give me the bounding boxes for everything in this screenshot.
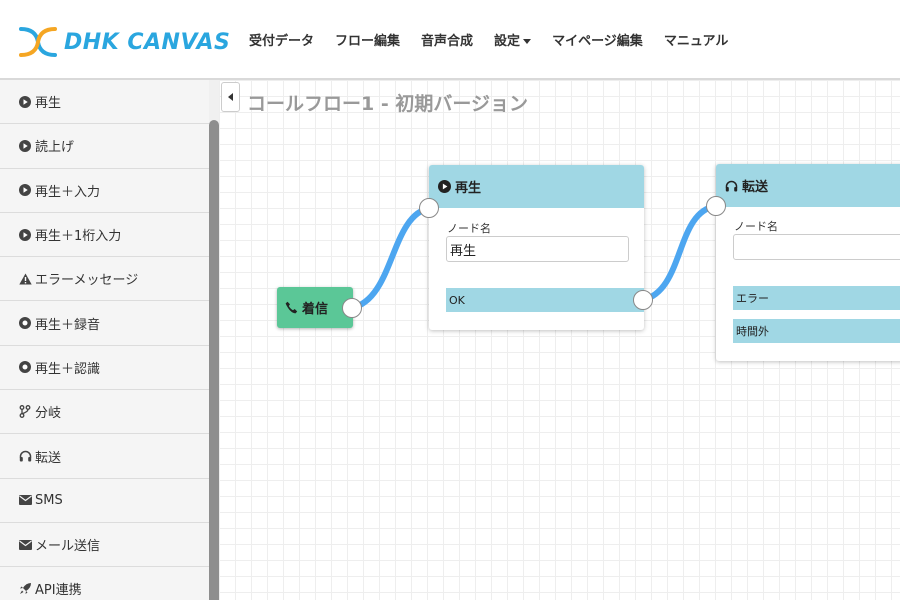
palette-item-branch[interactable]: 分岐	[0, 390, 209, 435]
transfer-node-title: 転送	[742, 180, 769, 195]
palette-item-label: 再生＋入力	[35, 184, 101, 200]
palette-item-transfer[interactable]: 転送	[0, 434, 209, 479]
transfer-node-name-input[interactable]	[733, 234, 900, 260]
envelope-icon	[18, 493, 32, 507]
node-palette-sidebar: 再生 読上げ 再生＋入力 再生＋1桁入力 エラーメッセージ 再生＋録音 再生＋認…	[0, 80, 209, 600]
sidebar-scrollbar-thumb[interactable]	[209, 120, 219, 600]
start-node-incoming[interactable]: 着信	[277, 287, 353, 328]
header: DHK CANVAS 受付データ フロー編集 音声合成 設定 マイページ編集 マ…	[0, 0, 900, 80]
play-node-title: 再生	[455, 181, 482, 196]
logo-text: DHK CANVAS	[64, 29, 231, 55]
play-node[interactable]: 再生 ノード名 再生 OK	[429, 165, 644, 330]
palette-item-label: メール送信	[35, 539, 101, 555]
headphones-icon	[18, 449, 32, 463]
palette-item-play-record[interactable]: 再生＋録音	[0, 301, 209, 346]
play-node-port-ok[interactable]: OK	[446, 288, 644, 312]
logo-mark-icon	[19, 27, 57, 57]
play-node-input-port[interactable]	[419, 198, 439, 218]
play-node-header[interactable]: 再生	[429, 165, 644, 208]
play-circle-icon	[438, 180, 451, 193]
nav-item-flow-edit[interactable]: フロー編集	[335, 34, 401, 49]
palette-item-label: 分岐	[35, 406, 62, 422]
phone-icon	[285, 301, 298, 314]
branch-icon	[18, 405, 32, 419]
palette-item-label: API連携	[35, 583, 82, 599]
nav-item-mypage-edit[interactable]: マイページ編集	[552, 34, 643, 49]
headphones-icon	[725, 180, 738, 192]
nav-item-settings[interactable]: 設定	[494, 30, 532, 49]
palette-item-label: 再生＋録音	[35, 317, 101, 333]
play-circle-icon	[18, 183, 32, 197]
play-node-ok-output-port[interactable]	[633, 290, 653, 310]
transfer-node-input-port[interactable]	[706, 196, 726, 216]
palette-item-read-aloud[interactable]: 読上げ	[0, 124, 209, 169]
transfer-node[interactable]: 転送 ノード名 エラー 時間外	[716, 164, 900, 361]
node-name-label: ノード名	[447, 222, 491, 235]
palette-item-label: 読上げ	[35, 140, 75, 156]
palette-item-label: 再生	[35, 96, 62, 112]
nav-item-settings-label: 設定	[494, 34, 521, 49]
transfer-node-header[interactable]: 転送	[716, 164, 900, 207]
palette-item-label: 再生＋認識	[35, 361, 101, 377]
caret-left-icon	[227, 93, 233, 101]
record-icon	[18, 316, 32, 330]
transfer-node-port-after-hours[interactable]: 時間外	[733, 319, 900, 343]
palette-item-api[interactable]: API連携	[0, 567, 209, 600]
flow-title: コールフロー1 - 初期バージョン	[247, 93, 528, 115]
palette-item-email[interactable]: メール送信	[0, 522, 209, 568]
warning-icon	[18, 272, 32, 286]
record-icon	[18, 360, 32, 374]
nav-item-manual[interactable]: マニュアル	[663, 34, 729, 49]
start-node-output-port[interactable]	[342, 298, 362, 318]
palette-item-label: SMS	[35, 492, 63, 508]
play-circle-icon	[18, 228, 32, 242]
palette-item-play-1digit-input[interactable]: 再生＋1桁入力	[0, 212, 209, 258]
nav-item-speech-synthesis[interactable]: 音声合成	[421, 34, 474, 49]
play-circle-icon	[18, 95, 32, 109]
palette-item-label: 転送	[35, 450, 62, 466]
start-node-label: 着信	[302, 302, 329, 317]
envelope-icon	[18, 538, 32, 552]
palette-item-sms[interactable]: SMS	[0, 478, 209, 523]
palette-item-play[interactable]: 再生	[0, 80, 209, 125]
rocket-icon	[18, 582, 32, 596]
play-node-name-input[interactable]: 再生	[446, 236, 629, 262]
nav-item-reception-data[interactable]: 受付データ	[249, 34, 315, 49]
palette-item-play-recognize[interactable]: 再生＋認識	[0, 345, 209, 391]
play-circle-icon	[18, 139, 32, 153]
transfer-node-port-error[interactable]: エラー	[733, 286, 900, 310]
collapse-sidebar-button[interactable]	[221, 82, 240, 112]
palette-item-play-input[interactable]: 再生＋入力	[0, 168, 209, 213]
palette-item-label: 再生＋1桁入力	[35, 229, 122, 245]
palette-item-label: エラーメッセージ	[35, 273, 139, 289]
node-name-label: ノード名	[734, 220, 778, 233]
palette-item-error-message[interactable]: エラーメッセージ	[0, 257, 209, 302]
caret-down-icon	[523, 39, 532, 44]
main-nav: 受付データ フロー編集 音声合成 設定 マイページ編集 マニュアル	[249, 30, 749, 49]
logo[interactable]: DHK CANVAS	[18, 22, 230, 62]
